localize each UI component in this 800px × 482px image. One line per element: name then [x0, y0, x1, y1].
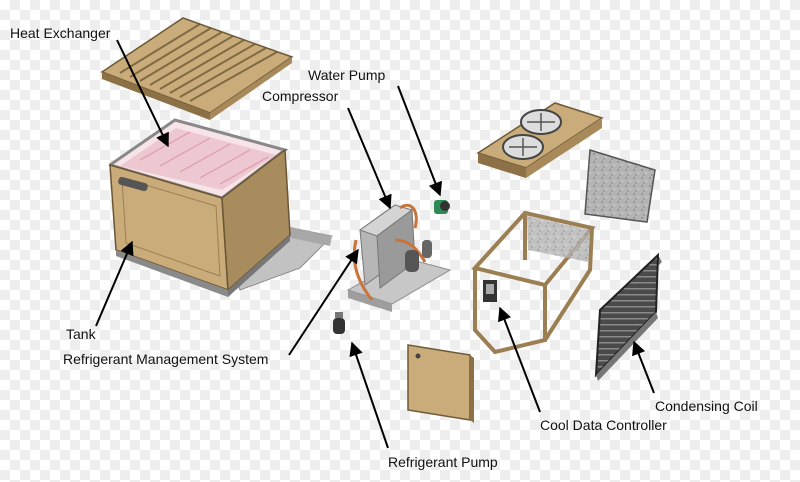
- condensing-coil-part: [594, 252, 662, 381]
- fan-plate-part: [476, 102, 604, 178]
- condensing-coil-label: Condensing Coil: [655, 398, 758, 414]
- heat-exchanger-part: [100, 17, 294, 120]
- refrigerant-pump-part: [333, 312, 345, 334]
- door-panel-part: [407, 344, 474, 423]
- cool-data-controller-label: Cool Data Controller: [540, 417, 667, 433]
- cool-data-controller-arrow: [497, 306, 541, 413]
- condensing-coil-arrow: [632, 340, 655, 394]
- heat-exchanger-label: Heat Exchanger: [10, 25, 111, 41]
- refrigerant-management-system-part: [346, 203, 452, 312]
- frame-inner-panel: [483, 216, 590, 302]
- refrigerant-pump-arrow: [349, 341, 389, 449]
- water-pump-part: [434, 200, 450, 214]
- water-pump-arrow: [397, 85, 443, 197]
- water-pump-label: Water Pump: [308, 67, 386, 83]
- compressor-label: Compressor: [262, 88, 339, 104]
- compressor-arrow: [347, 107, 392, 210]
- tank-arrow: [95, 240, 134, 327]
- tank-part: [108, 118, 291, 297]
- tank-label: Tank: [66, 326, 96, 342]
- pointer-arrows: [95, 39, 655, 449]
- rms-arrow: [288, 248, 359, 356]
- refrigerant-management-system-label: Refrigerant Management System: [63, 351, 269, 367]
- frame-part: [471, 210, 596, 355]
- heat-exchanger-arrow: [116, 39, 169, 148]
- refrigerant-pump-label: Refrigerant Pump: [388, 454, 498, 470]
- side-panel-gray: [584, 149, 656, 223]
